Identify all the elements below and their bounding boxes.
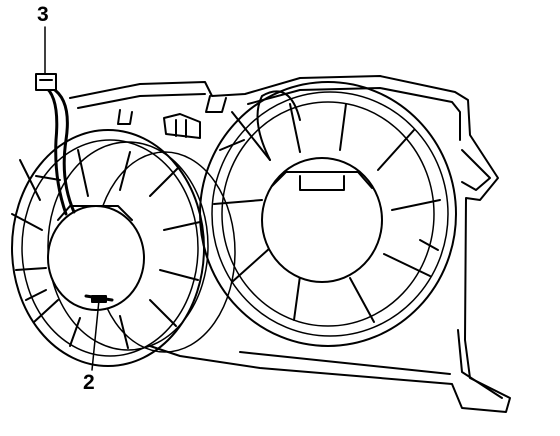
left-fan-motor [47,205,145,311]
wiring-harness [35,73,76,216]
callout-label-2: 2 [83,371,95,394]
left-fan [11,129,236,367]
right-fan-outer-ring [199,81,457,347]
leader-line-2 [91,299,100,371]
callout-label-3: 3 [37,3,49,26]
right-fan-motor [261,157,383,283]
fan-shroud [69,75,511,413]
harness-connector-block [163,113,201,139]
right-fan [199,81,457,347]
harness-connector-3 [35,73,57,91]
